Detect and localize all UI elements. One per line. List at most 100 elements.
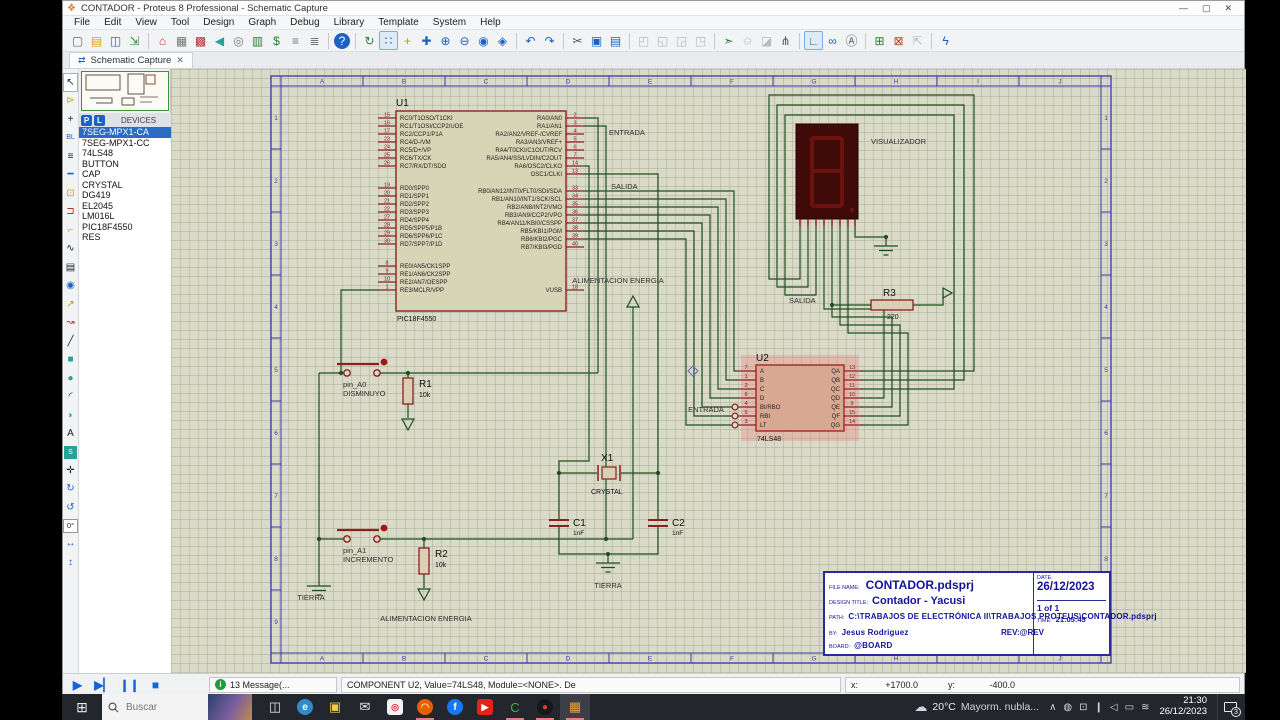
terminal-down-r2[interactable] xyxy=(416,588,432,602)
decompose-icon[interactable]: ⋔ xyxy=(780,33,791,48)
help-icon[interactable]: ? xyxy=(334,32,350,49)
message-cell[interactable]: i 13 Message(... xyxy=(209,676,337,693)
library-manager-button[interactable]: L xyxy=(94,114,105,126)
step-button[interactable]: ▶▏ xyxy=(94,677,113,692)
stop-button[interactable]: ■ xyxy=(151,677,160,692)
mail-icon[interactable]: ✉ xyxy=(359,699,371,714)
weather-widget[interactable]: ☁ 20°C Mayorm. nubla... xyxy=(914,699,1039,715)
menu-system[interactable]: System xyxy=(432,17,467,28)
search-input[interactable] xyxy=(124,700,204,714)
ground-symbol[interactable] xyxy=(874,245,898,256)
device-item-7seg-mpx1-cc[interactable]: 7SEG-MPX1-CC xyxy=(82,137,150,148)
device-item-res[interactable]: RES xyxy=(82,232,101,242)
block-rotate-icon[interactable]: ◲ xyxy=(675,33,688,48)
component-x1[interactable] xyxy=(597,465,621,481)
ground-symbol[interactable] xyxy=(307,585,331,596)
undo-icon[interactable]: ↶ xyxy=(525,33,536,48)
device-item-74ls48[interactable]: 74LS48 xyxy=(82,148,114,158)
pan-icon[interactable]: ✚ xyxy=(421,33,432,48)
block-delete-icon[interactable]: ◳ xyxy=(694,33,707,48)
component-r3[interactable] xyxy=(870,299,914,311)
component-r1[interactable] xyxy=(402,377,414,405)
component-c1[interactable] xyxy=(549,519,569,527)
youtube-icon[interactable]: ▶ xyxy=(470,694,500,720)
terminal-down-r1[interactable] xyxy=(400,418,416,432)
device-item-pic18f4550[interactable]: PIC18F4550 xyxy=(82,221,133,232)
design-explorer-icon[interactable]: ≣ xyxy=(309,33,320,48)
generator-mode-icon[interactable]: ◉ xyxy=(66,280,75,292)
pause-button[interactable]: ❙❙ xyxy=(119,677,140,692)
bom-icon[interactable]: $ xyxy=(273,33,280,48)
origin-marker[interactable] xyxy=(687,365,699,377)
menu-design[interactable]: Design xyxy=(203,17,235,28)
redo-icon[interactable]: ↷ xyxy=(544,33,555,48)
terminal-up-power[interactable] xyxy=(625,294,641,308)
import-project-icon[interactable]: ⇲ xyxy=(129,33,140,48)
notes-icon[interactable]: ≡ xyxy=(291,33,299,48)
menu-edit[interactable]: Edit xyxy=(104,17,122,28)
paste-icon[interactable]: ▤ xyxy=(609,33,622,48)
device-item-7seg-mpx1-ca[interactable]: 7SEG-MPX1-CA xyxy=(79,127,171,138)
pcb-layout-icon[interactable]: ▩ xyxy=(194,33,207,48)
device-item-dg419[interactable]: DG419 xyxy=(82,190,111,200)
graph-mode-icon[interactable]: ∿ xyxy=(66,243,75,255)
tray-battery-icon[interactable]: ▭ xyxy=(1124,701,1135,713)
device-item-cap[interactable]: CAP xyxy=(82,169,101,179)
menu-template[interactable]: Template xyxy=(378,17,419,28)
wire-label-mode-icon[interactable]: BL xyxy=(66,134,75,142)
junction-dot-mode-icon[interactable]: + xyxy=(67,113,74,125)
menu-view[interactable]: View xyxy=(135,17,157,28)
menu-debug[interactable]: Debug xyxy=(290,17,320,28)
new-project-icon[interactable]: ▢ xyxy=(71,33,84,48)
new-sheet-icon[interactable]: ⊞ xyxy=(874,33,885,48)
tray-mic-icon[interactable]: ❙ xyxy=(1094,701,1103,713)
voltage-probe-mode-icon[interactable]: ↗ xyxy=(66,298,75,310)
component-r2[interactable] xyxy=(418,547,430,575)
menu-library[interactable]: Library xyxy=(333,17,365,28)
pick-parts-icon[interactable]: ➣ xyxy=(723,33,734,48)
tray-display-icon[interactable]: ⊡ xyxy=(1079,701,1088,713)
tray-volume-icon[interactable]: ◁ xyxy=(1109,701,1118,713)
wire-autorouter-icon[interactable]: ∟ xyxy=(804,31,823,50)
menu-help[interactable]: Help xyxy=(480,17,501,28)
terminal-right-r3[interactable] xyxy=(942,286,954,300)
zoom-in-icon[interactable]: ⊕ xyxy=(440,33,451,48)
maximize-button[interactable]: ▢ xyxy=(1201,2,1211,13)
minimize-button[interactable]: — xyxy=(1178,2,1188,13)
redraw-icon[interactable]: ↻ xyxy=(364,33,375,48)
grid-toggle-icon[interactable]: ∷ xyxy=(379,31,398,50)
tape-recorder-mode-icon[interactable]: ▤ xyxy=(65,261,76,273)
tray-expand-icon[interactable]: ∧ xyxy=(1049,701,1057,713)
schematic-canvas[interactable]: AABBCCDDEEFFGGHHIIJJ11223344556677889915… xyxy=(171,69,1246,673)
task-view-icon[interactable]: ◫ xyxy=(268,699,282,714)
schematic-capture-icon[interactable]: ▦ xyxy=(175,33,188,48)
pick-devices-button[interactable]: P xyxy=(81,114,92,126)
device-item-crystal[interactable]: CRYSTAL xyxy=(82,179,123,190)
device-item-lm016l[interactable]: LM016L xyxy=(82,211,115,221)
packaging-tool-icon[interactable]: ◪ xyxy=(760,33,773,48)
cut-icon[interactable]: ✂ xyxy=(572,33,583,48)
rotate-cw-icon[interactable]: ↻ xyxy=(66,483,75,495)
rotation-angle-field[interactable]: 0° xyxy=(63,518,78,533)
c-app-icon[interactable]: C xyxy=(500,694,530,720)
ground-symbol[interactable] xyxy=(596,562,620,573)
2d-line-tool-icon[interactable]: ╱ xyxy=(67,335,74,347)
zoom-out-icon[interactable]: ⊖ xyxy=(459,33,470,48)
mirror-horizontal-icon[interactable]: ↔ xyxy=(65,538,76,550)
terminal-mode-icon[interactable]: ⊐ xyxy=(66,206,75,218)
rotate-ccw-icon[interactable]: ↺ xyxy=(66,501,75,513)
menu-graph[interactable]: Graph xyxy=(248,17,277,28)
firefox-icon[interactable]: ◠ xyxy=(410,694,440,720)
recorder-app-icon[interactable]: ◎ xyxy=(380,694,410,720)
overview-minimap[interactable] xyxy=(81,71,169,111)
block-copy-icon[interactable]: ◰ xyxy=(637,33,650,48)
play-button[interactable]: ▶ xyxy=(72,677,83,692)
electrical-check-icon[interactable]: ϟ xyxy=(942,33,949,48)
2d-text-tool-icon[interactable]: A xyxy=(67,428,74,440)
open-project-icon[interactable]: ▤ xyxy=(90,33,103,48)
subcircuit-mode-icon[interactable]: ⊡ xyxy=(66,187,75,199)
notification-center-button[interactable]: 3 xyxy=(1217,694,1243,720)
property-assignment-icon[interactable]: Ⓐ xyxy=(845,34,858,48)
simulate-icon[interactable]: ◀ xyxy=(214,33,225,48)
2d-marker-tool-icon[interactable]: ✛ xyxy=(66,464,75,476)
